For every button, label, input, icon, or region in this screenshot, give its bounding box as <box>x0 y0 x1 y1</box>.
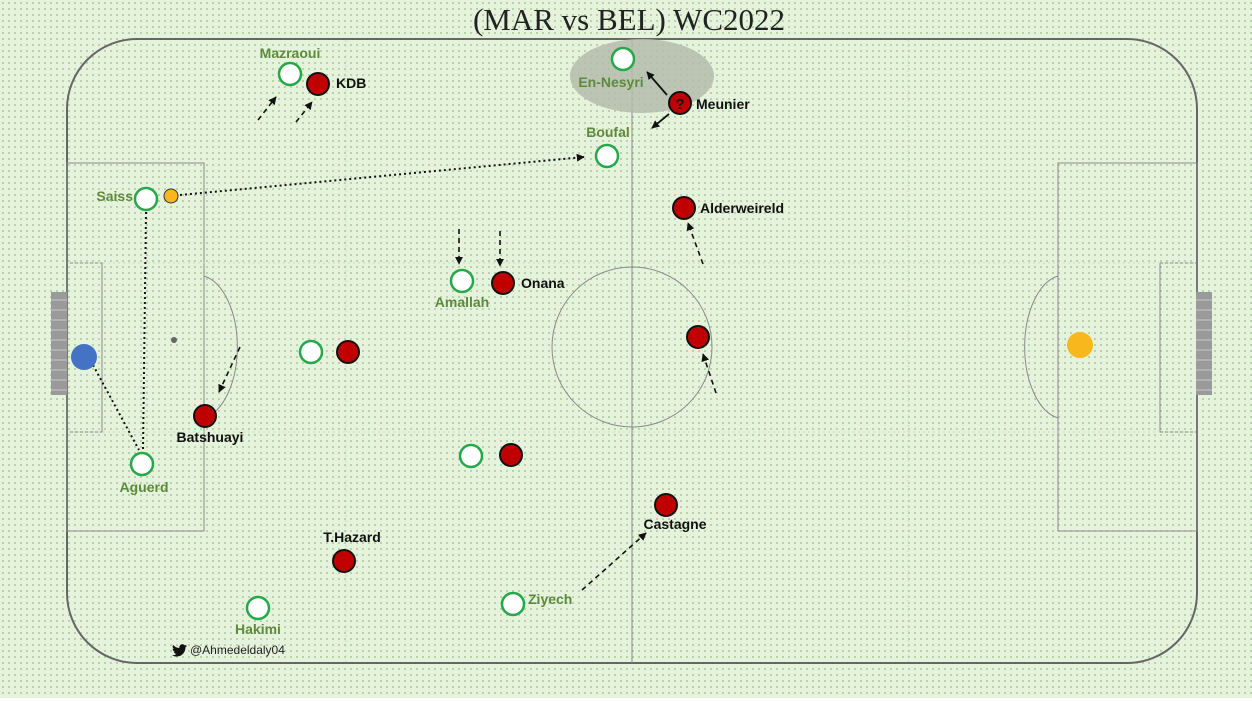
pass-saiss-to-aguerd <box>142 211 147 451</box>
player-saiss <box>133 186 159 212</box>
ball-right-side <box>1067 332 1093 358</box>
player-belgium-advanced <box>686 325 710 349</box>
right-six-yard-box <box>1159 262 1198 433</box>
player-kdb <box>306 72 330 96</box>
player-t-hazard <box>332 549 356 573</box>
player-morocco-midfield <box>298 339 324 365</box>
label-en-nesyri: En-Nesyri <box>578 74 643 90</box>
label-castagne: Castagne <box>643 516 706 532</box>
right-penalty-arc <box>1024 275 1059 419</box>
diagram-title: (MAR vs BEL) WC2022 <box>472 2 785 37</box>
pass-lines <box>92 153 585 451</box>
left-goal <box>51 292 67 395</box>
label-kdb: KDB <box>336 75 366 91</box>
player-morocco-central <box>458 443 484 469</box>
label-t-hazard: T.Hazard <box>323 529 381 545</box>
label-batshuayi: Batshuayi <box>177 429 244 445</box>
player-meunier <box>668 91 692 115</box>
player-alderweireld <box>672 196 696 220</box>
player-amallah <box>449 268 475 294</box>
arrow-castagne-move <box>581 532 647 591</box>
player-castagne <box>654 493 678 517</box>
left-penalty-arc <box>203 275 238 419</box>
pitch-markings <box>66 38 1198 664</box>
label-boufal: Boufal <box>586 124 630 140</box>
author-handle: @Ahmedeldaly04 <box>190 643 285 657</box>
player-aguerd <box>129 451 155 477</box>
pass-saiss-to-boufal <box>179 153 585 196</box>
player-batshuayi <box>193 404 217 428</box>
player-belgium-midfield <box>336 340 360 364</box>
label-saiss: Saiss <box>96 188 133 204</box>
movement-arrows <box>218 96 717 591</box>
label-amallah: Amallah <box>435 294 489 310</box>
goalkeeper-marker <box>71 344 97 370</box>
label-aguerd: Aguerd <box>120 479 169 495</box>
penalty-spot <box>171 337 177 343</box>
ball-at-saiss <box>163 188 179 204</box>
bottom-strip <box>0 698 1252 702</box>
morocco-players <box>129 46 636 621</box>
pass-keeper-to-aguerd <box>92 364 140 451</box>
arrow-alderweireld-move <box>686 222 704 265</box>
arrow-mazraoui-move <box>257 96 277 121</box>
label-hakimi: Hakimi <box>235 621 281 637</box>
arrow-meunier-to-ennesyri <box>646 71 668 96</box>
player-hakimi <box>245 595 271 621</box>
twitter-icon <box>172 643 187 656</box>
center-circle <box>551 266 713 428</box>
belgium-players <box>193 72 710 573</box>
player-mazraoui <box>277 61 303 87</box>
belgium-labels: KDB Meunier Alderweireld Onana Batshuayi… <box>177 75 784 545</box>
label-ziyech: Ziyech <box>528 591 572 607</box>
label-alderweireld: Alderweireld <box>700 200 784 216</box>
player-ziyech <box>500 591 526 617</box>
arrow-kdb-move <box>295 101 313 123</box>
player-en-nesyri <box>610 46 636 72</box>
label-mazraoui: Mazraoui <box>260 45 321 61</box>
player-belgium-central <box>499 443 523 467</box>
morocco-labels: Mazraoui En-Nesyri Boufal Saiss Amallah … <box>96 45 643 637</box>
player-onana <box>491 271 515 295</box>
player-boufal <box>594 143 620 169</box>
arrow-midfielder-move <box>701 353 717 394</box>
label-onana: Onana <box>521 275 565 291</box>
meunier-question-mark: ? <box>675 96 684 113</box>
right-goal <box>1196 292 1212 395</box>
meunier-options <box>646 71 670 129</box>
label-meunier: Meunier <box>696 96 750 112</box>
arrow-meunier-to-boufal <box>651 113 670 129</box>
author-credit: @Ahmedeldaly04 <box>172 643 285 657</box>
